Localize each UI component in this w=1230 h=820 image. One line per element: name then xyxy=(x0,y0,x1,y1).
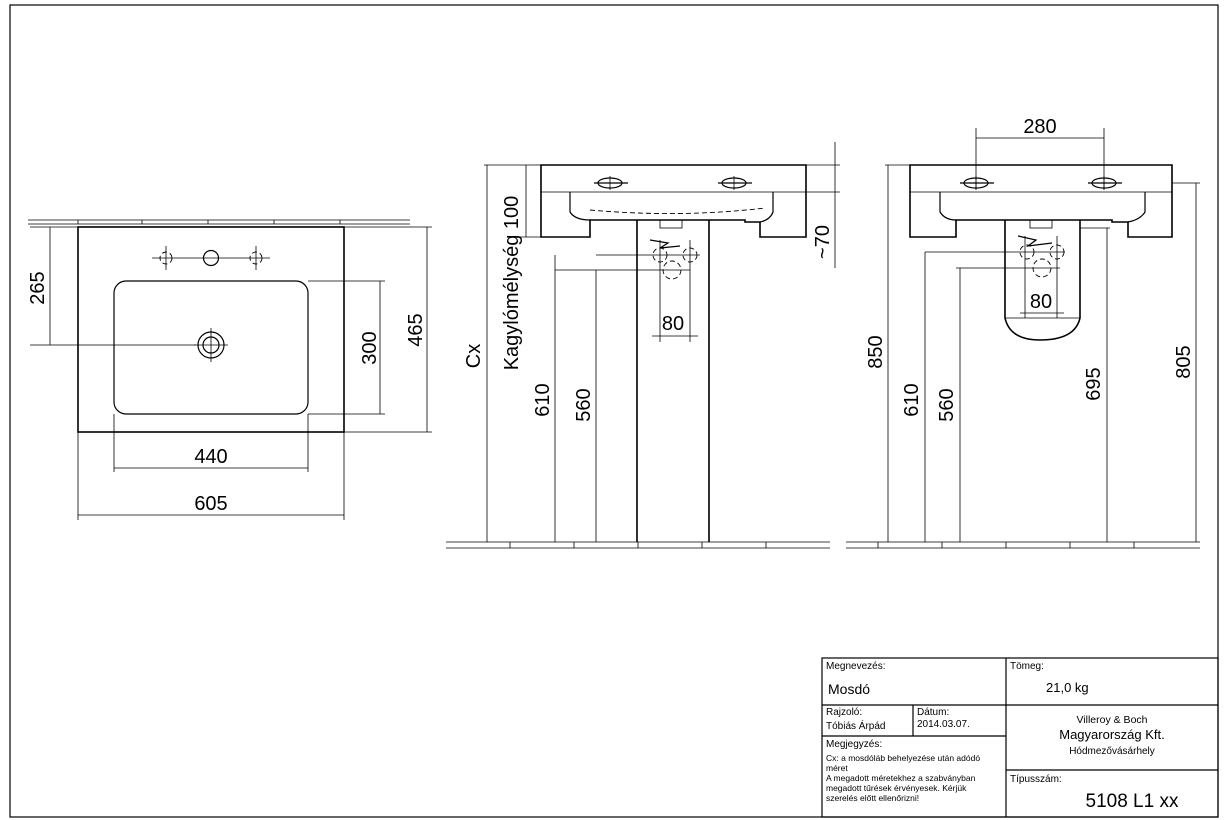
rajzolo-label: Rajzoló: xyxy=(826,707,862,718)
dim-605: 605 xyxy=(194,493,227,515)
basin-outline-front xyxy=(909,164,1173,238)
megnevezes-value: Mosdó xyxy=(828,681,870,697)
megjegyzes-line2: méret xyxy=(826,763,848,773)
tipusszam-label: Típusszám: xyxy=(1010,774,1062,785)
megjegyzes-label: Megjegyzés: xyxy=(826,739,882,750)
dim-70: ~70 xyxy=(812,225,834,259)
dim-610-side: 610 xyxy=(532,383,554,416)
megnevezes-label: Megnevezés: xyxy=(826,661,885,672)
tomeg-value: 21,0 kg xyxy=(1046,680,1089,695)
dim-610-front: 610 xyxy=(901,383,923,416)
pedestal-front xyxy=(1004,220,1081,341)
tomeg-label: Tömeg: xyxy=(1010,661,1044,672)
dim-280: 280 xyxy=(1023,116,1056,138)
dim-560-front: 560 xyxy=(936,388,958,421)
company-line3: Hódmezővásárhely xyxy=(1069,746,1155,757)
pedestal-side xyxy=(636,220,710,542)
dim-695: 695 xyxy=(1083,367,1105,400)
sheet-border xyxy=(9,4,1219,818)
top-view: 265 300 465 440 605 xyxy=(27,219,432,520)
dim-cx: Cx xyxy=(463,344,485,368)
dim-440: 440 xyxy=(194,446,227,468)
dim-465: 465 xyxy=(405,313,427,346)
datum-label: Dátum: xyxy=(917,707,949,718)
bowl-outline-top xyxy=(113,280,309,415)
dim-560-side: 560 xyxy=(573,388,595,421)
dim-850: 850 xyxy=(865,335,887,368)
dim-300: 300 xyxy=(359,331,381,364)
dim-265: 265 xyxy=(27,271,49,304)
datum-value: 2014.03.07. xyxy=(917,719,970,730)
company-line1: Villeroy & Boch xyxy=(1076,714,1147,726)
dim-80-front: 80 xyxy=(1030,291,1052,313)
basin-outline-top xyxy=(77,226,345,433)
company-line2: Magyarország Kft. xyxy=(1059,727,1165,742)
side-view: 80 Cx Kagylómélység 100 610 560 ~70 xyxy=(446,142,840,549)
title-block: Megnevezés: Mosdó Tömeg: 21,0 kg Rajzoló… xyxy=(821,657,1219,818)
tipusszam-value: 5108 L1 xx xyxy=(1086,791,1179,812)
dim-kagylomelyseg: Kagylómélység 100 xyxy=(501,196,523,371)
basin-outline-side xyxy=(540,164,807,238)
megjegyzes-line4: megadott tűrések érvényesek. Kérjük xyxy=(826,783,967,793)
rajzolo-value: Tóbiás Árpád xyxy=(826,719,885,732)
front-view: 80 280 850 610 560 695 805 xyxy=(846,116,1200,549)
megjegyzes-line3: A megadott méretekhez a szabványban xyxy=(826,773,976,783)
megjegyzes-line5: szerelés előtt ellenőrizni! xyxy=(826,793,919,803)
dim-80-side: 80 xyxy=(662,313,684,335)
dim-805: 805 xyxy=(1173,345,1195,378)
megjegyzes-line1: Cx: a mosdóláb behelyezése után adódó xyxy=(826,753,980,763)
